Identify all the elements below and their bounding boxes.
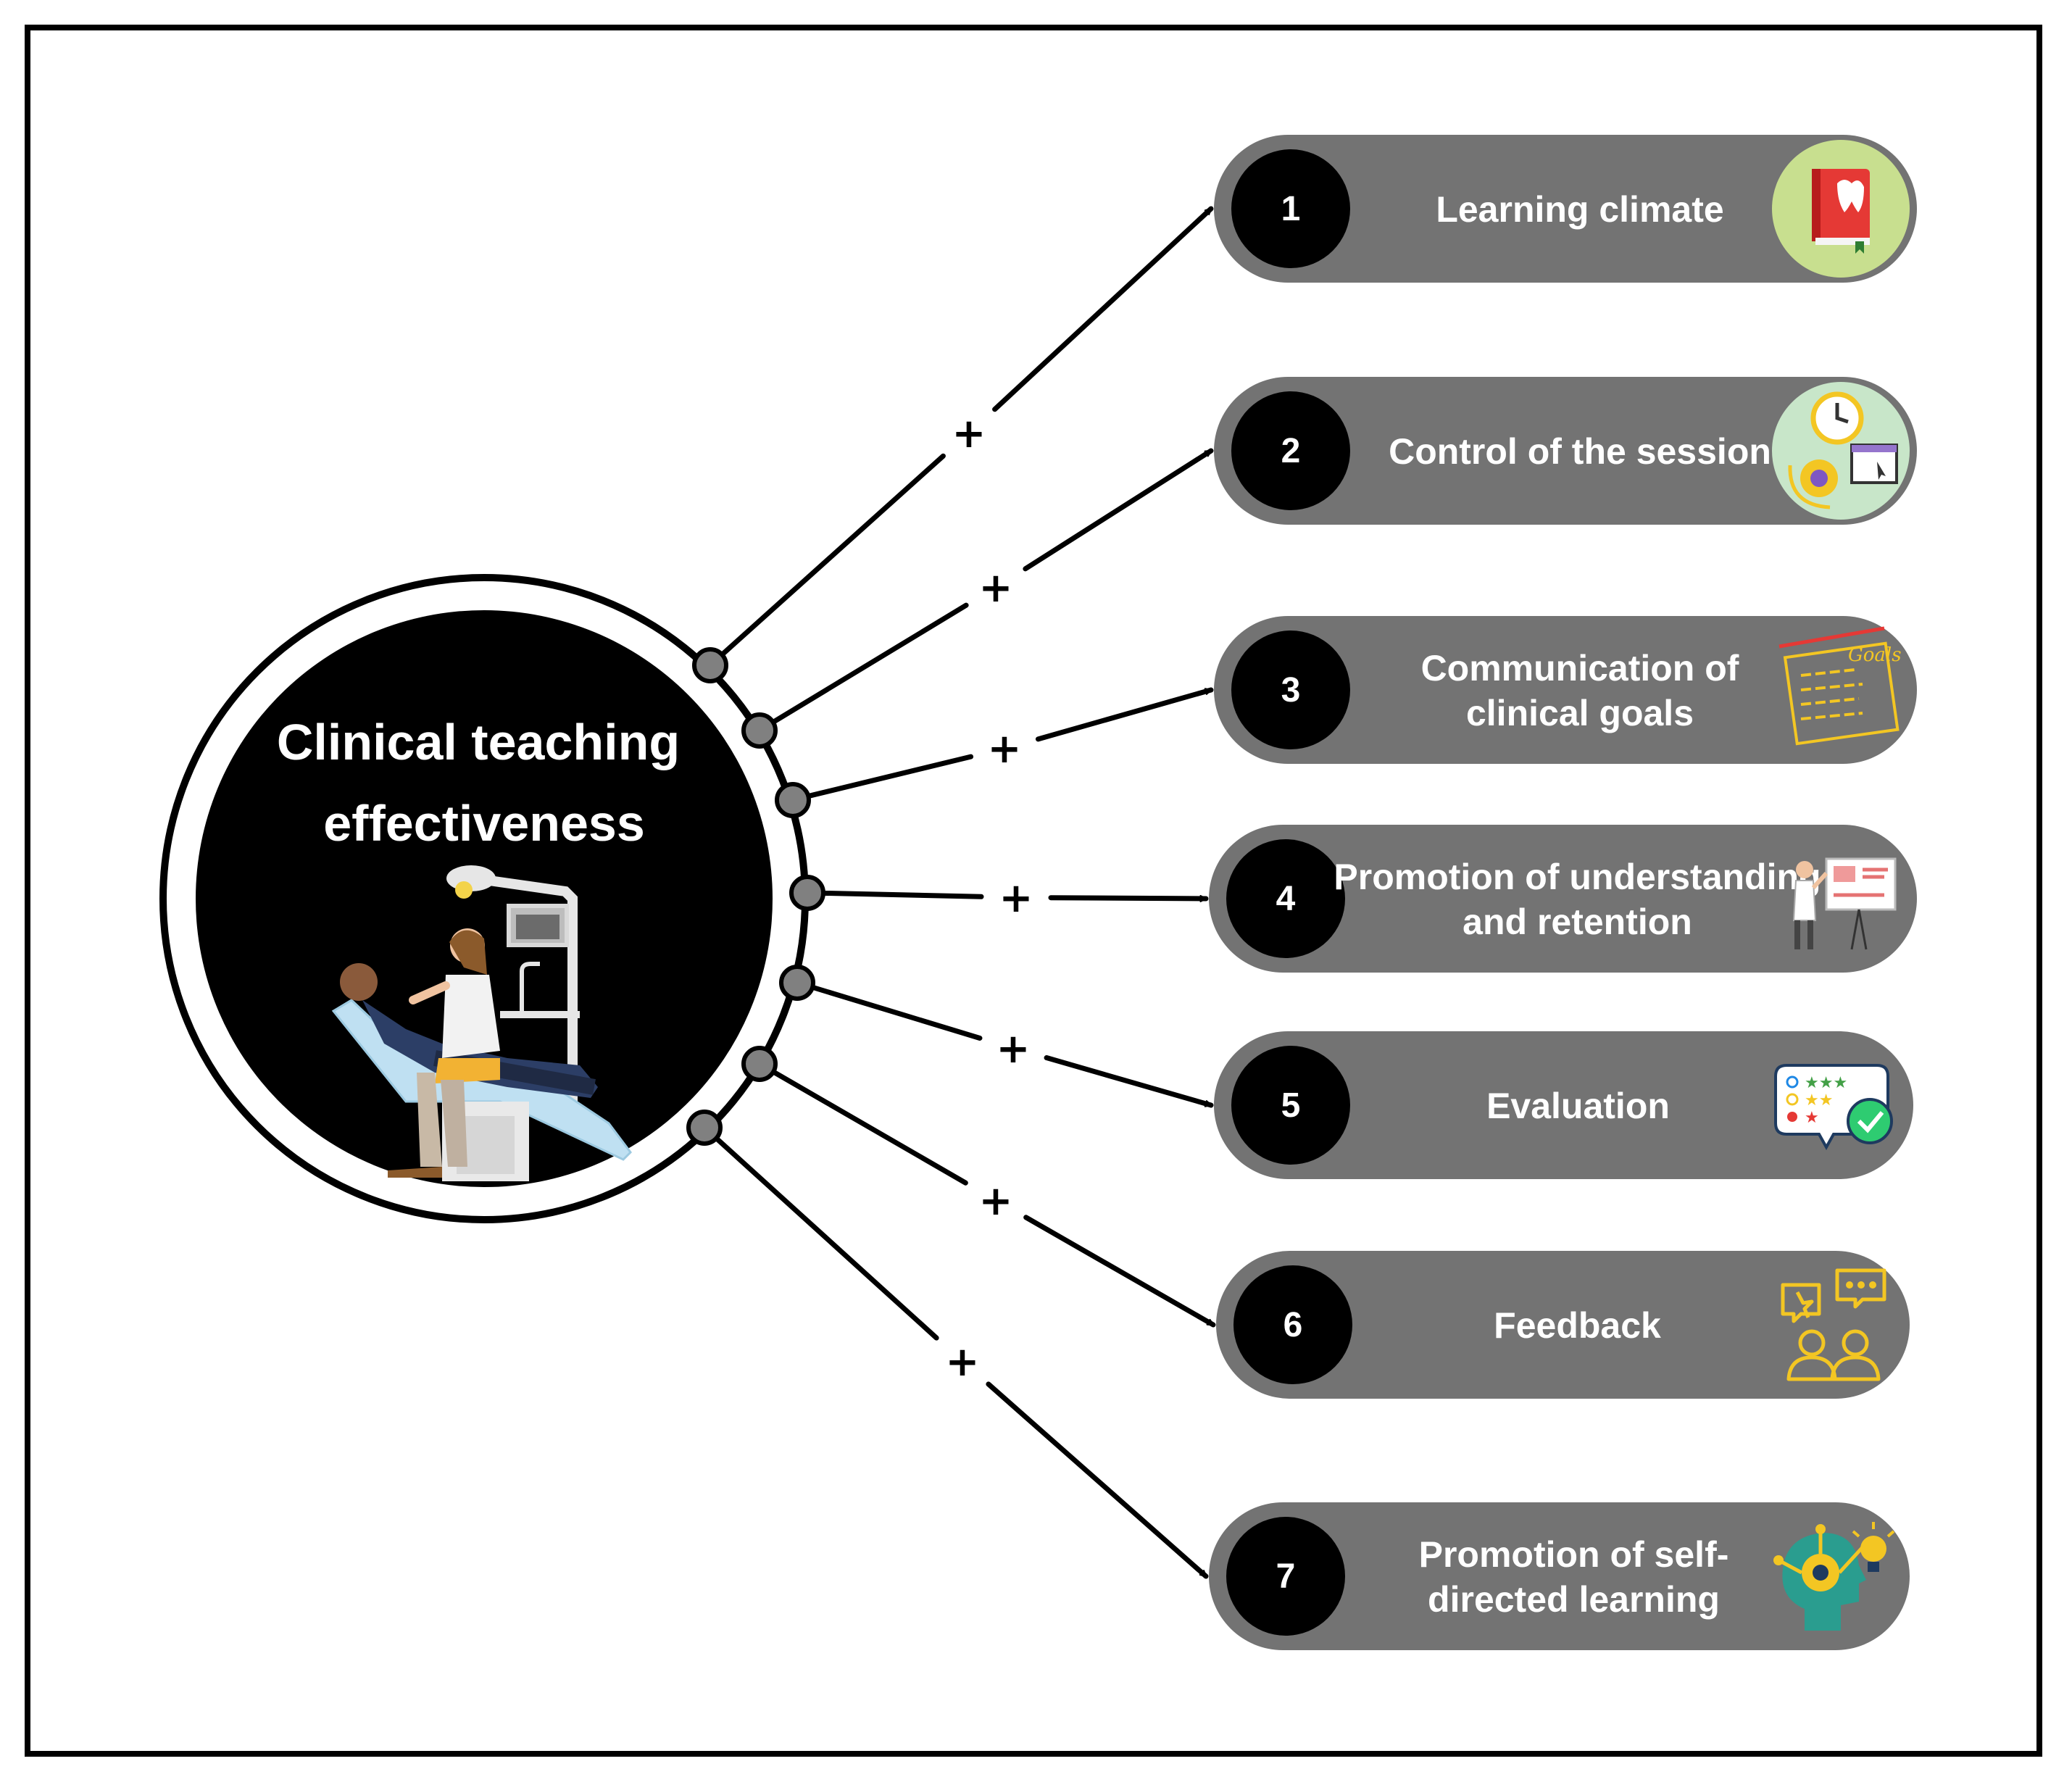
connector-node: [741, 712, 778, 749]
svg-text:★: ★: [1805, 1108, 1819, 1126]
connector-node: [775, 782, 811, 818]
connector-node: [789, 875, 825, 911]
head-gear-lightbulb-icon: [1773, 1522, 1895, 1631]
connector-arrow: [815, 890, 1209, 902]
dentist-treating-patient-illustration: [331, 865, 632, 1181]
factor-item: 1 Learning climate: [1214, 135, 1917, 283]
factor-label: Feedback: [1494, 1305, 1661, 1346]
number-label: 3: [1281, 671, 1301, 709]
svg-text:Goals: Goals: [1848, 644, 1902, 666]
connector-node: [779, 965, 815, 1001]
connector-group: + + + + + + +: [686, 206, 1216, 1579]
plus-sign: +: [997, 1025, 1031, 1073]
factor-label: Promotion of self-: [1419, 1534, 1729, 1575]
factor-pill: [1214, 616, 1917, 764]
presenter-board-icon: [1792, 857, 1897, 950]
number-label: 7: [1276, 1557, 1296, 1596]
factor-item: 6 Feedback: [1216, 1251, 1910, 1399]
plus-sign: +: [946, 1339, 980, 1386]
number-label: 5: [1281, 1086, 1301, 1125]
factor-label: and retention: [1463, 902, 1692, 942]
number-badge: [1231, 1046, 1350, 1165]
factor-pill: [1214, 377, 1917, 525]
plus-sign: +: [979, 1178, 1013, 1225]
plus-sign: +: [952, 410, 986, 457]
factor-pill: [1214, 1031, 1913, 1179]
number-label: 6: [1283, 1306, 1303, 1344]
factor-item: 7 Promotion of self-directed learning: [1209, 1502, 1910, 1650]
connector-node: [692, 647, 728, 683]
plus-sign: +: [999, 875, 1033, 922]
number-label: 2: [1281, 432, 1301, 470]
factor-label: Communication of: [1421, 648, 1739, 688]
center-title-line2: effectiveness: [323, 795, 645, 852]
number-badge: [1231, 391, 1350, 510]
connector-arrow: [709, 1131, 1209, 1579]
connector-arrow: [800, 687, 1214, 800]
number-badge: [1233, 1265, 1352, 1384]
plus-sign: +: [988, 725, 1022, 773]
factor-pill: [1209, 825, 1917, 973]
number-badge: [1226, 1517, 1345, 1636]
factor-item: 5 Evaluation ★★★ ★★ ★: [1214, 1031, 1913, 1179]
center-hub: Clinical teaching effectiveness: [159, 574, 809, 1223]
goals-board-icon: Goals: [1778, 626, 1902, 746]
plus-sign: +: [979, 565, 1013, 612]
factor-label: Promotion of understanding: [1334, 857, 1821, 897]
center-title-line1: Clinical teaching: [277, 714, 680, 770]
dental-book-icon: [1772, 140, 1910, 278]
time-management-icon: [1772, 382, 1910, 520]
factor-pill: [1216, 1251, 1910, 1399]
factor-item: 2 Control of the session: [1214, 377, 1917, 525]
connector-arrow: [715, 206, 1214, 662]
factor-pill: [1214, 135, 1917, 283]
diagram-frame: [25, 25, 2042, 1757]
factor-label: Evaluation: [1486, 1086, 1670, 1126]
feedback-people-icon: [1781, 1268, 1886, 1381]
factor-item: 3 Communication of clinical goals Goals: [1214, 616, 1917, 764]
factor-label: Learning climate: [1436, 189, 1723, 230]
factor-item: 4 Promotion of understanding and retention: [1209, 825, 1917, 973]
connector-arrow: [804, 983, 1214, 1108]
factor-label: Control of the session: [1389, 431, 1771, 472]
connector-node: [686, 1110, 723, 1146]
connector-node: [741, 1046, 778, 1082]
number-badge: [1231, 149, 1350, 268]
factor-label: clinical goals: [1466, 693, 1694, 733]
svg-text:★★: ★★: [1805, 1091, 1833, 1109]
number-label: 1: [1281, 190, 1301, 228]
number-badge: [1226, 839, 1345, 958]
svg-text:★★★: ★★★: [1805, 1073, 1847, 1091]
number-badge: [1231, 631, 1350, 749]
factor-list: 1 Learning climate 2 Control of the sessio…: [1209, 135, 1917, 1650]
rating-checklist-icon: ★★★ ★★ ★: [1774, 1064, 1893, 1151]
factor-label: directed learning: [1428, 1579, 1720, 1620]
connector-arrow: [765, 1066, 1216, 1328]
number-label: 4: [1276, 880, 1296, 918]
factor-pill: [1209, 1502, 1910, 1650]
connector-arrow: [765, 448, 1214, 728]
